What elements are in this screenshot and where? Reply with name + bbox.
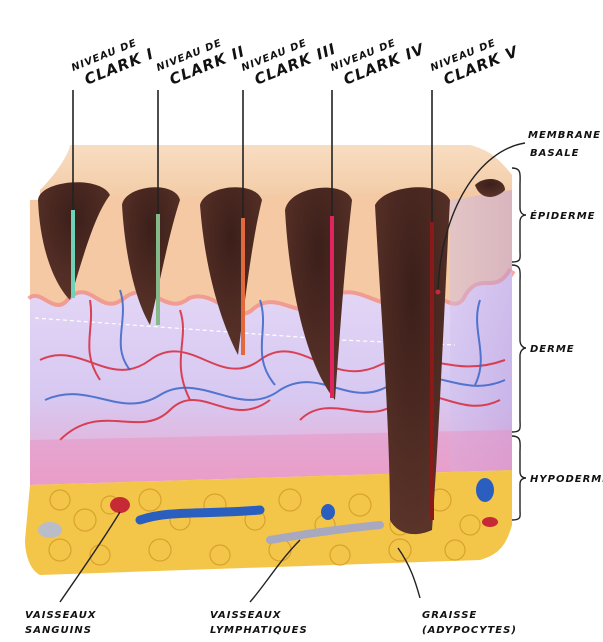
side-vessel-blue (476, 478, 494, 502)
layer-brackets (512, 168, 526, 520)
vaisseaux-sanguins-label-2: SANGUINS (25, 625, 92, 636)
vaisseaux-sanguins-label-1: VAISSEAUX (25, 610, 97, 621)
clark-level-2-label: NIVEAU DECLARK II (155, 31, 248, 92)
graisse-label-1: GRAISSE (422, 610, 477, 621)
vaisseaux-lymphatiques-label-1: VAISSEAUX (210, 610, 282, 621)
graisse-label-2: (ADYPOCYTES) (422, 625, 517, 636)
hypodermis-artery (110, 497, 130, 513)
membrane-basale-label-2: BASALE (530, 148, 580, 159)
clark-level-5-label: NIVEAU DECLARK V (429, 31, 521, 92)
hypodermis-vein-blue (321, 504, 335, 520)
clark-level-1-label: NIVEAU DECLARK I (70, 33, 156, 91)
side-vessel-red (482, 517, 498, 527)
epiderme-label: ÉPIDERME (530, 209, 596, 222)
membrane-basale-label-1: MEMBRANE (528, 130, 601, 141)
clark-level-4-label: NIVEAU DECLARK IV (329, 28, 428, 91)
hypodermis-vein-grey (38, 522, 62, 538)
vaisseaux-lymphatiques-label-2: LYMPHATIQUES (210, 625, 308, 636)
hypoderme-label: HYPODERME (530, 474, 603, 485)
clark-level-3-label: NIVEAU DECLARK III (240, 28, 339, 91)
membrane-basale-dot (436, 290, 441, 295)
hypodermis-fat-layer (25, 470, 512, 575)
hypoderme-bracket (512, 436, 526, 520)
derme-bracket (512, 265, 526, 432)
derme-label: DERME (530, 344, 575, 355)
epiderme-bracket (512, 168, 526, 262)
